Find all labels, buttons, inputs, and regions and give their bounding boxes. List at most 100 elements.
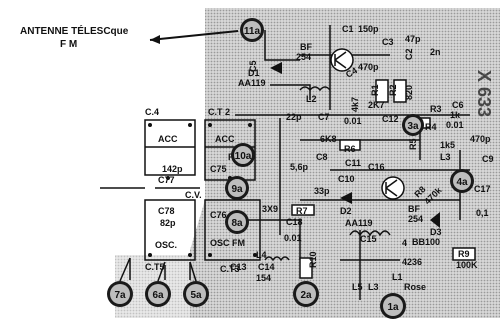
svg-text:R2: R2 (388, 84, 398, 96)
svg-text:470p: 470p (470, 134, 491, 144)
svg-text:C4: C4 (344, 65, 359, 79)
svg-text:C16: C16 (368, 162, 385, 172)
arrow-head (150, 35, 160, 44)
svg-text:22p: 22p (286, 112, 302, 122)
callout-6a: 6a (145, 281, 171, 307)
svg-text:C.T3: C.T3 (220, 264, 240, 274)
svg-text:154: 154 (256, 273, 271, 283)
svg-text:C76: C76 (210, 210, 227, 220)
svg-text:C77: C77 (158, 175, 175, 185)
callout-1a: 1a (380, 293, 406, 319)
transistor-bf254-top (330, 48, 354, 72)
svg-text:C10: C10 (338, 174, 355, 184)
svg-text:3a: 3a (407, 121, 419, 132)
svg-text:ACC: ACC (158, 134, 178, 144)
callout-7a: 7a (107, 281, 133, 307)
transistors (330, 48, 405, 200)
svg-text:BB100: BB100 (412, 237, 440, 247)
svg-text:9a: 9a (231, 184, 243, 195)
svg-text:AA119: AA119 (238, 78, 266, 88)
svg-text:5a: 5a (190, 290, 202, 301)
svg-text:C7: C7 (318, 112, 330, 122)
svg-text:82p: 82p (160, 218, 176, 228)
callout-3a: 3a (402, 114, 424, 136)
svg-text:C.T 2: C.T 2 (208, 107, 230, 117)
svg-text:R6: R6 (344, 144, 356, 154)
svg-text:C78: C78 (158, 206, 175, 216)
svg-text:C17: C17 (474, 184, 491, 194)
svg-text:L3: L3 (440, 152, 451, 162)
svg-text:3X9: 3X9 (262, 204, 278, 214)
svg-text:BF: BF (300, 42, 312, 52)
svg-text:R7: R7 (296, 206, 308, 216)
svg-text:0.01: 0.01 (284, 233, 302, 243)
trimmer-pins (148, 123, 257, 257)
svg-text:R1: R1 (370, 84, 380, 96)
svg-text:C2: C2 (404, 48, 414, 60)
svg-text:142p: 142p (162, 164, 183, 174)
svg-text:470p: 470p (358, 62, 379, 72)
component-labels: C1 150p C3 47p C5 C2 2n BF 254 D1 AA119 … (145, 24, 494, 292)
antenna-arrow (149, 30, 239, 41)
svg-text:L3: L3 (368, 282, 379, 292)
callout-11a: 11a (240, 18, 264, 42)
svg-text:2a: 2a (300, 290, 312, 301)
callout-4a: 4a (450, 169, 474, 193)
svg-text:4: 4 (402, 238, 407, 248)
svg-text:33p: 33p (314, 186, 330, 196)
svg-text:R4: R4 (425, 122, 437, 132)
svg-text:C13: C13 (230, 262, 247, 272)
svg-text:0.01: 0.01 (344, 116, 362, 126)
svg-text:1k: 1k (450, 110, 461, 120)
svg-text:820: 820 (404, 85, 414, 100)
svg-text:C9: C9 (482, 154, 494, 164)
svg-text:L5: L5 (352, 282, 363, 292)
svg-text:C.T5: C.T5 (145, 262, 165, 272)
svg-text:6K8: 6K8 (320, 134, 337, 144)
svg-text:4k7: 4k7 (350, 97, 360, 112)
svg-text:L4: L4 (256, 250, 267, 260)
svg-text:R9: R9 (458, 249, 470, 259)
svg-text:5,6p: 5,6p (290, 162, 309, 172)
svg-text:100K: 100K (456, 260, 478, 270)
svg-text:C12: C12 (382, 114, 399, 124)
svg-text:C18: C18 (286, 217, 303, 227)
coil-l4 (264, 256, 290, 262)
svg-text:C15: C15 (360, 234, 377, 244)
svg-text:OSC.: OSC. (155, 240, 177, 250)
svg-text:4236: 4236 (402, 257, 422, 267)
svg-text:1k5: 1k5 (440, 140, 455, 150)
svg-text:R5: R5 (408, 138, 418, 150)
coil-l1 (349, 230, 391, 237)
svg-text:D1: D1 (248, 68, 260, 78)
svg-text:C75: C75 (210, 164, 227, 174)
svg-text:R3: R3 (430, 104, 442, 114)
svg-text:2K7: 2K7 (368, 100, 385, 110)
svg-text:AA119: AA119 (345, 218, 373, 228)
svg-text:2n: 2n (430, 47, 441, 57)
svg-text:150p: 150p (358, 24, 379, 34)
callout-2a: 2a (293, 281, 319, 307)
board-code: X 633 (474, 70, 494, 117)
svg-text:C6: C6 (452, 100, 464, 110)
callout-markers: 11a 3a 10a 9a 8a 4a 7a 6a 5a 2a 1a (107, 18, 474, 319)
svg-text:L2: L2 (306, 94, 317, 104)
svg-text:OSC FM: OSC FM (210, 238, 245, 248)
svg-text:C5: C5 (248, 60, 258, 72)
antenna-label: ANTENNE TÉLESCque (20, 24, 129, 37)
svg-text:11a: 11a (244, 26, 261, 37)
diodes (270, 62, 440, 228)
svg-text:C.V.: C.V. (185, 190, 202, 200)
antenna-sub: F M (60, 39, 77, 50)
svg-text:C11: C11 (345, 158, 361, 168)
pcb-board (190, 8, 500, 318)
callout-10a: 10a (231, 143, 255, 167)
svg-text:47p: 47p (405, 34, 421, 44)
svg-text:0.01: 0.01 (446, 120, 464, 130)
svg-text:10a: 10a (235, 151, 252, 162)
transistor-bf254-bottom (381, 176, 405, 200)
svg-text:ACC: ACC (215, 134, 235, 144)
svg-text:C8: C8 (316, 152, 328, 162)
